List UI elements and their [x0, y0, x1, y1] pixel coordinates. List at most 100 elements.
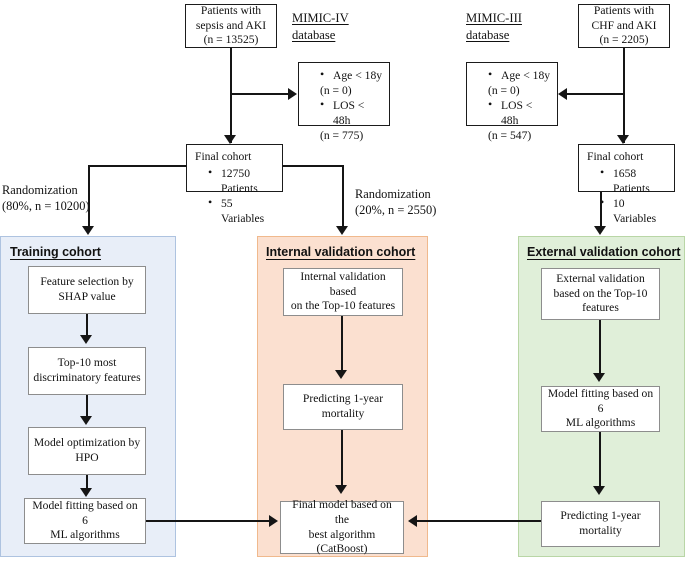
source-cohort-right-box: Patients with CHF and AKI (n = 2205)	[578, 4, 670, 48]
source-cohort-left-box: Patients with sepsis and AKI (n = 13525)	[185, 4, 277, 48]
arrow-to-exclusion-left	[288, 88, 297, 100]
source-left-line3: (n = 13525)	[203, 33, 259, 47]
connector-final-right-out	[282, 165, 344, 167]
connector-training-2-3	[86, 395, 88, 421]
source-left-line2: sepsis and AKI	[195, 18, 267, 32]
source-right-line1: Patients with	[593, 3, 655, 17]
exclusion-left-count-1: (n = 0)	[320, 84, 352, 98]
external-step-1-line2: based on the Top-10	[553, 286, 648, 300]
training-step-1-box: Feature selection by SHAP value	[28, 266, 146, 314]
connector-external-2-3	[599, 432, 601, 490]
training-step-3-box: Model optimization by HPO	[28, 427, 146, 475]
connector-training-to-final-model	[146, 520, 271, 522]
randomization-training-line2: (80%, n = 10200)	[2, 199, 90, 214]
randomization-training-label: Randomization (80%, n = 10200)	[2, 182, 90, 214]
exclusion-left-criterion-2: LOS < 48h	[333, 99, 365, 128]
database-label-mimic3: MIMIC-III database	[466, 10, 522, 44]
connector-external-1-2	[599, 320, 601, 378]
arrow-training-3-4	[80, 488, 92, 497]
external-step-2-line2: ML algorithms	[565, 416, 636, 430]
arrow-training-2-3	[80, 416, 92, 425]
arrow-to-external-panel	[594, 226, 606, 235]
final-cohort-left-header: Final cohort	[195, 150, 252, 163]
randomization-training-line1: Randomization	[2, 183, 78, 197]
training-step-2-line2: discriminatory features	[33, 371, 141, 384]
internal-step-1-box: Internal validation based on the Top-10 …	[283, 268, 403, 316]
source-left-line1: Patients with	[200, 3, 262, 17]
external-step-2-box: Model fitting based on 6 ML algorithms	[541, 386, 660, 432]
arrow-external-1-2	[593, 373, 605, 382]
external-step-3-line1: Predicting 1-year	[560, 509, 641, 523]
connector-external-vertical	[600, 192, 602, 232]
randomization-internal-line1: Randomization	[355, 187, 431, 201]
panel-title-internal: Internal validation cohort	[266, 245, 416, 259]
internal-step-3-line2: best algorithm	[308, 527, 376, 541]
connector-left-exclusion-horizontal	[230, 93, 290, 95]
arrow-to-exclusion-right	[558, 88, 567, 100]
internal-step-1-line2: on the Top-10 features	[290, 299, 396, 313]
exclusion-left-criterion-1: Age < 18y	[333, 69, 383, 82]
external-step-2-line1: Model fitting based on 6	[547, 386, 654, 415]
training-step-1-line2: SHAP value	[58, 290, 116, 303]
panel-title-training: Training cohort	[10, 245, 101, 259]
arrow-to-internal-panel	[336, 226, 348, 235]
exclusion-right-criterion-1: Age < 18y	[501, 69, 551, 82]
final-cohort-right-item-2: 10 Variables	[600, 195, 668, 226]
exclusion-right-criterion-2: LOS < 48h	[501, 99, 533, 128]
internal-step-2-line1: Predicting 1-year	[302, 392, 384, 406]
arrow-external-2-3	[593, 486, 605, 495]
arrow-source-right-to-final	[617, 135, 629, 144]
panel-title-external: External validation cohort	[527, 245, 681, 259]
database-label-mimic4: MIMIC-IV database	[292, 10, 349, 44]
arrow-source-left-to-final	[224, 135, 236, 144]
internal-step-2-box: Predicting 1-year mortality	[283, 384, 403, 430]
arrow-internal-1-2	[335, 370, 347, 379]
mimic3-line1: MIMIC-III	[466, 11, 522, 25]
external-step-1-line1: External validation	[556, 271, 645, 285]
arrow-to-training-panel	[82, 226, 94, 235]
exclusion-right-count-2: (n = 547)	[488, 129, 532, 143]
connector-internal-vertical	[342, 165, 344, 231]
training-step-3-line1: Model optimization by	[33, 436, 141, 450]
connector-training-vertical	[88, 165, 90, 231]
training-step-3-line2: HPO	[75, 451, 99, 464]
external-step-3-line2: mortality	[579, 524, 622, 537]
internal-step-3-box: Final model based on the best algorithm …	[280, 497, 404, 556]
internal-step-3-line1: Final model based on the	[292, 497, 392, 526]
connector-source-left-vertical	[230, 48, 232, 143]
exclusion-right-count-1: (n = 0)	[488, 84, 520, 98]
arrow-training-1-2	[80, 335, 92, 344]
connector-training-3-4	[86, 475, 88, 492]
internal-step-2-line2: mortality	[321, 407, 365, 420]
connector-training-1-2	[86, 314, 88, 340]
training-step-4-line2: ML algorithms	[50, 528, 120, 542]
source-right-line2: CHF and AKI	[591, 18, 657, 32]
final-cohort-right-box: Final cohort 1658 Patients 10 Variables	[578, 144, 675, 225]
external-step-1-line3: features	[582, 301, 619, 315]
final-cohort-left-item-2: 55 Variables	[208, 195, 276, 226]
external-step-3-box: Predicting 1-year mortality	[541, 501, 660, 547]
training-step-4-box: Model fitting based on 6 ML algorithms	[24, 498, 146, 544]
final-cohort-right-header: Final cohort	[587, 150, 644, 163]
connector-internal-1-2	[341, 316, 343, 374]
final-cohort-right-item-1: 1658 Patients	[600, 165, 668, 196]
internal-step-3-line3: (CatBoost)	[316, 542, 368, 556]
mimic3-line2: database	[466, 28, 510, 42]
exclusion-right-box: Age < 18y (n = 0) LOS < 48h (n = 547)	[466, 62, 558, 142]
mimic4-line2: database	[292, 28, 336, 42]
connector-source-right-vertical	[623, 48, 625, 143]
arrow-external-to-final-model	[408, 515, 417, 527]
connector-external-to-final-model	[416, 520, 541, 522]
exclusion-right-item-1: Age < 18y (n = 0)	[488, 67, 551, 98]
exclusion-left-item-1: Age < 18y (n = 0)	[320, 67, 383, 98]
connector-internal-2-3	[341, 430, 343, 488]
training-step-2-line1: Top-10 most	[57, 356, 117, 370]
training-step-4-line1: Model fitting based on 6	[32, 498, 138, 527]
arrow-training-to-final-model	[269, 515, 278, 527]
internal-step-1-line1: Internal validation based	[300, 269, 386, 298]
exclusion-left-box: Age < 18y (n = 0) LOS < 48h (n = 775)	[298, 62, 390, 142]
connector-right-exclusion-horizontal	[566, 93, 624, 95]
connector-final-left-out	[88, 165, 187, 167]
source-right-line3: (n = 2205)	[599, 33, 649, 47]
final-cohort-left-item-1: 12750 Patients	[208, 165, 276, 196]
